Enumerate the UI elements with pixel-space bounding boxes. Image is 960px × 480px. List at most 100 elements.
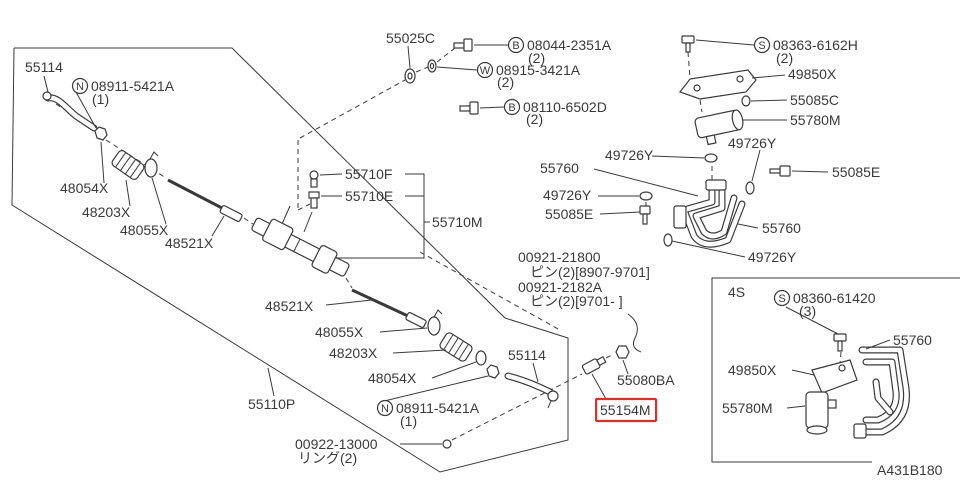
part-number[interactable]: 55710E [345, 188, 393, 204]
screw-head [681, 35, 695, 44]
inset-frame [711, 277, 960, 463]
part-number[interactable]: 08915-3421A [496, 62, 581, 78]
part-number[interactable]: 48521X [165, 235, 214, 251]
part-number[interactable]: 55114 [25, 59, 63, 75]
part-number[interactable]: 08044-2351A [527, 37, 612, 53]
nut-55080ba [615, 345, 630, 359]
leader-line [267, 367, 275, 397]
part-labels: 55114 N 08911-5421A (1) 48054X 48203X 48… [25, 30, 943, 478]
washer-55025c [404, 68, 416, 84]
part-quantity: (2) [497, 74, 514, 90]
part-quantity: (1) [92, 91, 109, 107]
leader-line [593, 168, 699, 197]
part-number[interactable]: 49726Y [543, 187, 592, 203]
part-number[interactable]: 55085C [790, 92, 839, 108]
ring-00922 [442, 439, 452, 449]
part-number[interactable]: 08911-5421A [396, 400, 480, 416]
fitting-head [309, 170, 319, 180]
part-number[interactable]: 55114 [508, 347, 546, 363]
part-note: ピン(2)[9701- ] [530, 293, 623, 309]
boot-band-upper [144, 158, 158, 178]
leader-line [751, 149, 761, 182]
tie-rod-arm-fill [505, 373, 553, 395]
inner-rod-upper [167, 178, 223, 210]
part-number[interactable]: 48521X [265, 298, 314, 314]
boot-rib [443, 334, 454, 351]
tube-fill [863, 359, 899, 423]
part-number[interactable]: 49850X [728, 362, 777, 378]
part-number[interactable]: 00921-2182A [518, 279, 603, 295]
circled-n-letter: N [76, 81, 84, 93]
washer-49726y [639, 191, 653, 201]
rack-housing [251, 217, 350, 277]
leader-line [671, 240, 746, 258]
part-number[interactable]: 08363-6162H [773, 37, 858, 53]
part-number[interactable]: 48055X [120, 222, 169, 238]
part-number[interactable]: 55025C [386, 30, 435, 46]
part-number[interactable]: 00921-21800 [518, 249, 601, 265]
boot-band-tab [149, 151, 159, 160]
circled-s-letter: S [758, 40, 765, 52]
part-number[interactable]: 48203X [82, 204, 131, 220]
leader-line [791, 170, 829, 173]
part-number[interactable]: 49726Y [605, 147, 654, 163]
part-quantity: (1) [400, 413, 417, 429]
part-number[interactable]: 08110-6502D [523, 99, 607, 115]
part-number[interactable]: 49850X [788, 66, 837, 82]
bracket-hole [736, 75, 744, 83]
part-number[interactable]: 49726Y [748, 249, 797, 265]
circled-b-letter: B [508, 102, 515, 114]
part-number[interactable]: 48054X [368, 370, 417, 386]
inset-variant-label: 4S [728, 284, 745, 300]
part-number[interactable]: 48055X [315, 324, 364, 340]
part-number[interactable]: 55760 [762, 220, 801, 236]
part-number[interactable]: 55780M [722, 400, 773, 416]
boot-rib [448, 337, 459, 354]
rack-tube [251, 217, 350, 277]
screw-head [833, 333, 847, 342]
part-number[interactable]: 00922-13000 [295, 436, 378, 452]
tube-fitting [853, 423, 867, 439]
washer-08915 [427, 59, 437, 73]
part-number[interactable]: 55085E [545, 206, 593, 222]
part-number[interactable]: 08911-5421A [91, 78, 175, 94]
leader-line [651, 155, 705, 159]
part-note: リング(2) [298, 450, 357, 466]
part-number[interactable]: 55760 [893, 332, 932, 348]
part-number[interactable]: 55710F [345, 166, 392, 182]
leader-line [319, 173, 343, 176]
highlighted-part-number[interactable]: 55154M [600, 402, 651, 418]
boot-rib [453, 340, 464, 357]
part-number[interactable]: 55760 [540, 160, 579, 176]
fitting-55154m [581, 355, 607, 375]
part-number[interactable]: 55085E [832, 164, 880, 180]
part-number[interactable]: 49726Y [728, 135, 777, 151]
part-number[interactable]: 48203X [329, 345, 378, 361]
part-number[interactable]: 55710M [432, 214, 483, 230]
dashed-guide [415, 66, 429, 73]
rack-port [303, 211, 313, 233]
pin-00921 [627, 313, 642, 353]
leader-line [125, 179, 131, 207]
part-number[interactable]: 55080BA [617, 372, 675, 388]
part-number[interactable]: 55110P [248, 396, 295, 412]
rack-port [281, 205, 291, 225]
inset-valve-55780m [805, 391, 837, 435]
part-number[interactable]: 08360-61420 [793, 290, 876, 306]
tube-fitting [673, 205, 687, 229]
leader-line [599, 211, 641, 215]
part-number[interactable]: 48054X [60, 180, 109, 196]
bolt-head [469, 101, 479, 115]
valve-housing [262, 218, 294, 251]
circled-w-letter: W [480, 65, 491, 77]
valve-port [705, 134, 717, 146]
part-number[interactable]: 55780M [790, 112, 841, 128]
fitting-body [310, 178, 318, 188]
circled-w-symbol [476, 61, 494, 79]
ball-stud-shank [547, 400, 552, 409]
boot-lower [439, 332, 473, 362]
leader-line [865, 339, 891, 350]
bracket-leader [336, 173, 425, 259]
valve-cap [731, 109, 744, 131]
leader-line [431, 361, 477, 379]
